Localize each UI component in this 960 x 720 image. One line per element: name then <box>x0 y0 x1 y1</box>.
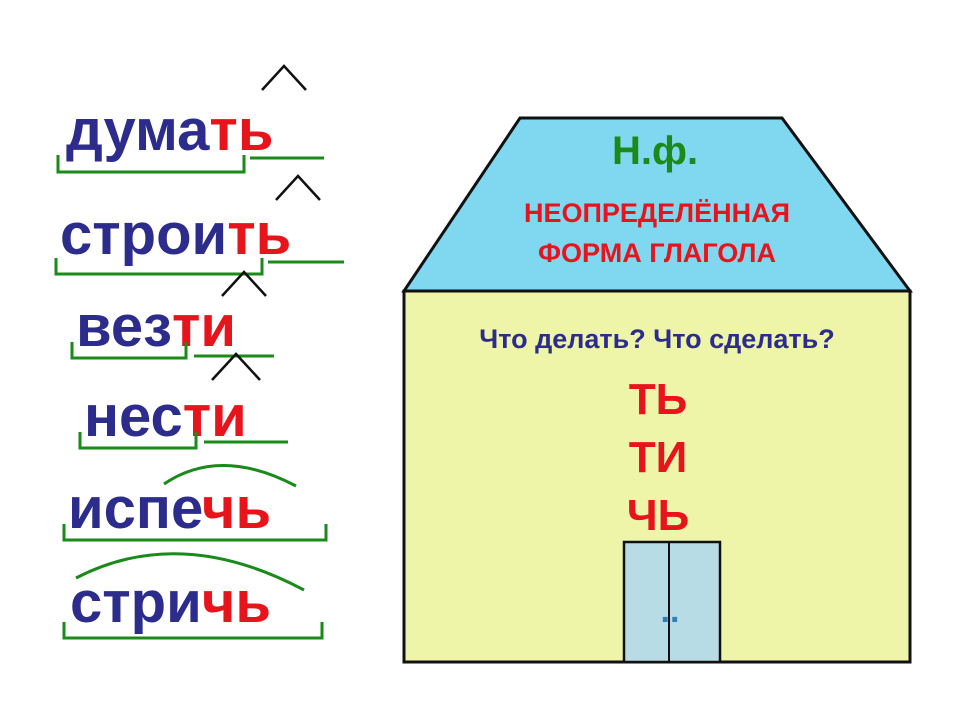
word-stem: нес <box>84 384 183 449</box>
infinitive-abbreviation: Н.ф. <box>612 129 698 173</box>
stem-bracket <box>70 342 188 360</box>
suffix-caret-mark <box>261 64 307 91</box>
roof-title-line2: ФОРМА ГЛАГОЛА <box>538 238 776 268</box>
stem-bracket <box>56 155 246 174</box>
word-suffix: ть <box>227 202 291 267</box>
ending-item: ТИ <box>629 433 688 482</box>
roof-title-line1: НЕОПРЕДЕЛЁННАЯ <box>524 198 790 228</box>
word-line: думать <box>66 98 273 163</box>
door-handles: .. <box>661 592 680 630</box>
word-line: везти <box>76 294 236 359</box>
word-stem: испе <box>68 476 202 541</box>
door-frame <box>622 540 722 664</box>
house-door: .. <box>622 540 722 664</box>
word-suffix: ти <box>172 294 236 359</box>
word-stem: дума <box>66 98 210 163</box>
suffix-caret-mark <box>221 270 267 297</box>
suffix-caret-mark <box>211 352 261 381</box>
word-item: везти <box>70 270 274 360</box>
word-suffix: чь <box>202 476 271 541</box>
word-stem: вез <box>76 294 172 359</box>
stem-bracket <box>54 258 264 276</box>
word-stem: строи <box>60 202 227 267</box>
ending-item: ТЬ <box>629 375 688 424</box>
stem-bracket <box>62 622 324 640</box>
word-suffix: ть <box>209 98 273 163</box>
word-line: стричь <box>70 570 271 635</box>
word-item: строить <box>54 174 344 276</box>
word-line: строить <box>60 202 291 267</box>
house: Н.ф. НЕОПРЕДЕЛЁННАЯ ФОРМА ГЛАГОЛА Что де… <box>401 116 913 664</box>
ending-item: ЧЬ <box>627 491 690 540</box>
word-list: думать строить везти нести <box>54 64 344 640</box>
word-item: стричь <box>62 552 324 640</box>
root-arc <box>75 552 305 592</box>
root-arc <box>163 464 297 488</box>
word-suffix: чь <box>202 570 271 635</box>
word-item: думать <box>56 64 324 174</box>
word-item: испечь <box>62 464 328 542</box>
stem-bracket <box>78 432 198 450</box>
word-stem: стри <box>70 570 202 635</box>
word-line: испечь <box>68 476 271 541</box>
stem-bracket <box>62 524 328 542</box>
word-suffix: ти <box>183 384 247 449</box>
word-line: нести <box>84 384 247 449</box>
infinitive-question: Что делать? Что сделать? <box>479 324 834 354</box>
suffix-caret-mark <box>275 174 321 201</box>
word-item: нести <box>78 352 288 450</box>
